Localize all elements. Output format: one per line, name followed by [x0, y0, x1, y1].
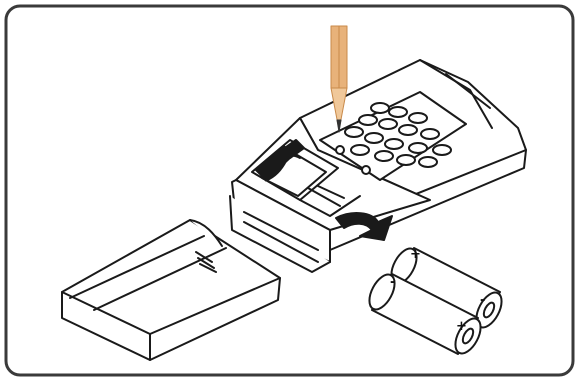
- battery-bottom-plus-label: +: [456, 319, 467, 334]
- battery-bottom-minus-label: -: [390, 275, 395, 290]
- battery-top-minus-label: -: [480, 293, 485, 308]
- battery-top-plus-label: +: [410, 247, 421, 262]
